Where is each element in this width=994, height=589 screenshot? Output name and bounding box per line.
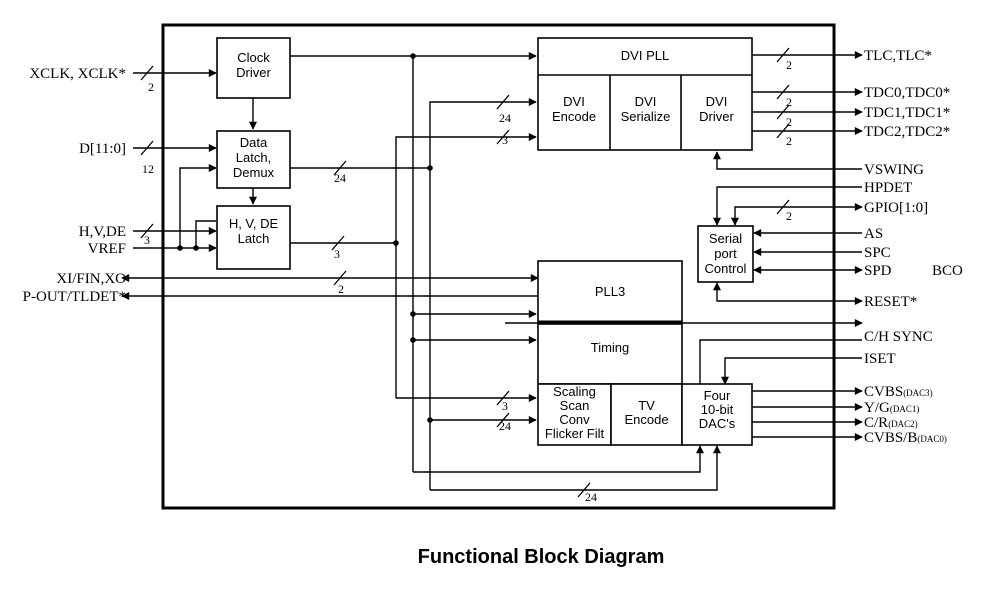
hvde-latch-block: H, V, DE Latch [216,205,291,270]
svg-text:Encode: Encode [552,109,596,124]
vref-latch-wire [179,164,217,248]
cvbsb-label: CVBS/B(DAC0) [864,430,947,446]
svg-text:12: 12 [142,162,154,176]
vswing-label: VSWING [864,162,924,178]
svg-text:Driver: Driver [236,65,271,80]
svg-text:Clock: Clock [237,50,270,65]
svg-text:Conv: Conv [559,412,590,427]
svg-text:Control: Control [705,261,747,276]
svg-text:H, V, DE: H, V, DE [229,216,279,231]
spc-label: SPC [864,245,891,261]
svg-text:Data: Data [240,135,268,150]
yg-label: Y/G(DAC1) [864,400,919,416]
reset-wire [713,282,863,305]
iset-label: ISET [864,351,896,367]
svg-text:DVI: DVI [635,94,657,109]
d-label: D[11:0] [79,141,126,157]
svg-text:2: 2 [338,282,344,296]
iset-wire [721,357,862,385]
chsync-label: C/H SYNC [864,329,933,345]
svg-text:24: 24 [585,490,597,504]
svg-text:Flicker Filt: Flicker Filt [545,426,605,441]
bus-slashes [140,47,790,498]
svg-text:24: 24 [499,111,511,125]
data-latch-block: Data Latch, Demux [216,130,291,189]
svg-text:Latch,: Latch, [236,150,271,165]
svg-text:2: 2 [786,134,792,148]
cvbs-label: CVBS(DAC3) [864,384,933,400]
hpdet-label: HPDET [864,180,912,196]
xclk-label: XCLK, XCLK* [29,66,126,82]
svg-text:2: 2 [786,115,792,129]
tdc1-label: TDC1,TDC1* [864,105,950,121]
clock-driver-block: Clock Driver [216,37,291,99]
svg-text:PLL3: PLL3 [595,284,625,299]
svg-text:3: 3 [144,233,150,247]
gpio-label: GPIO[1:0] [864,200,928,216]
svg-text:24: 24 [334,171,346,185]
svg-text:2: 2 [786,95,792,109]
dac-block: Four 10-bit DAC's [681,383,753,446]
pout-label: P-OUT/TLDET* [23,289,126,305]
svg-text:2: 2 [786,209,792,223]
svg-text:Driver: Driver [699,109,734,124]
spd-label: SPD [864,263,892,279]
pll3-block: PLL3 [537,260,683,323]
chsync-dac-wire [699,339,862,384]
timing-block: Timing [537,323,683,385]
tdc0-label: TDC0,TDC0* [864,85,950,101]
svg-text:DVI PLL: DVI PLL [621,48,669,63]
dvi-pll-block: DVI PLL [537,37,753,151]
svg-text:10-bit: 10-bit [701,402,734,417]
svg-text:2: 2 [148,80,154,94]
diagram-caption: Functional Block Diagram [418,546,665,568]
gpio-wire [731,203,863,226]
vref-label: VREF [88,241,126,257]
svg-text:2: 2 [786,58,792,72]
reset-label: RESET* [864,294,917,310]
svg-text:Four: Four [704,388,731,403]
svg-text:Timing: Timing [591,340,630,355]
dvi-serialize-block: DVI Serialize [621,94,671,124]
as-label: AS [864,226,883,242]
svg-text:Serial: Serial [709,231,742,246]
bco-label: BCO [932,263,963,279]
svg-text:TV: TV [638,398,655,413]
left-signal-labels: XCLK, XCLK* D[11:0] H,V,DE VREF XI/FIN,X… [23,66,126,305]
svg-text:DAC's: DAC's [699,416,736,431]
tdc2-label: TDC2,TDC2* [864,124,950,140]
svg-text:Serialize: Serialize [621,109,671,124]
svg-text:Latch: Latch [238,231,270,246]
svg-text:Demux: Demux [233,165,275,180]
svg-text:Encode: Encode [624,412,668,427]
svg-text:Scan: Scan [560,398,590,413]
svg-text:3: 3 [502,133,508,147]
tlc-label: TLC,TLC* [864,48,932,64]
svg-text:3: 3 [502,399,508,413]
svg-text:24: 24 [499,419,511,433]
svg-text:DVI: DVI [706,94,728,109]
cr-label: C/R(DAC2) [864,415,918,431]
xi-label: XI/FIN,XO [56,271,126,287]
svg-text:Scaling: Scaling [553,384,596,399]
svg-text:port: port [714,246,737,261]
hvde-label: H,V,DE [79,224,126,240]
dvi-encode-block: DVI Encode [552,94,596,124]
hpdet-wire [713,186,862,226]
tv-encode-block: TV Encode [610,383,683,446]
svg-text:DVI: DVI [563,94,585,109]
scaling-block: Scaling Scan Conv Flicker Filt [537,383,612,446]
vref-hv-wire [195,220,216,248]
svg-text:3: 3 [334,247,340,261]
bus-width-labels: 2 12 3 24 3 2 24 3 2 2 2 2 2 3 24 24 [142,58,792,504]
right-signal-labels: TLC,TLC* TDC0,TDC0* TDC1,TDC1* TDC2,TDC2… [864,48,963,446]
vswing-wire [713,151,862,170]
dvi-driver-block: DVI Driver [699,94,734,124]
wires [121,51,863,491]
serial-port-control-block: Serial port Control [697,225,754,283]
